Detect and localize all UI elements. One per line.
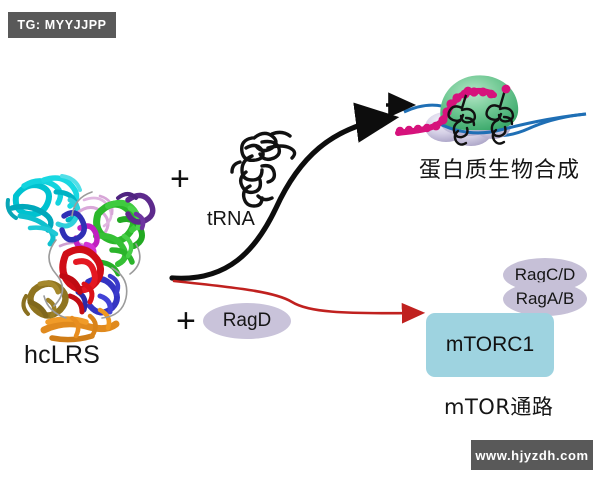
trna-squiggle-icon <box>230 130 297 208</box>
black-curved-arrow <box>169 102 400 281</box>
protein-biosynthesis-label: 蛋白质生物合成 <box>419 158 581 183</box>
plus-sign-ragd: + <box>176 302 196 340</box>
ribosome-trna-right <box>485 88 515 145</box>
ribosome-translation-icon <box>386 75 587 146</box>
trna-left-tip-bead <box>463 86 473 96</box>
watermark-bottom-badge: www.hjyzdh.com <box>471 440 593 470</box>
watermark-top-badge: TG: MYYJJPP <box>8 12 116 38</box>
ragd-node: RagD <box>203 303 291 339</box>
hclrs-label: hcLRS <box>24 341 101 369</box>
red-curved-arrow <box>172 279 426 324</box>
plus-sign-trna: + <box>170 160 190 198</box>
polypeptide-chain <box>395 87 497 136</box>
trna-right-tip-bead <box>501 84 511 94</box>
trna-label: tRNA <box>207 208 255 230</box>
mtorc1-node: mTORC1 <box>426 313 554 377</box>
mtor-pathway-label: mTOR通路 <box>444 395 554 419</box>
ragab-node: RagA/B <box>503 282 587 316</box>
hclrs-protein-structure-icon <box>5 174 156 343</box>
